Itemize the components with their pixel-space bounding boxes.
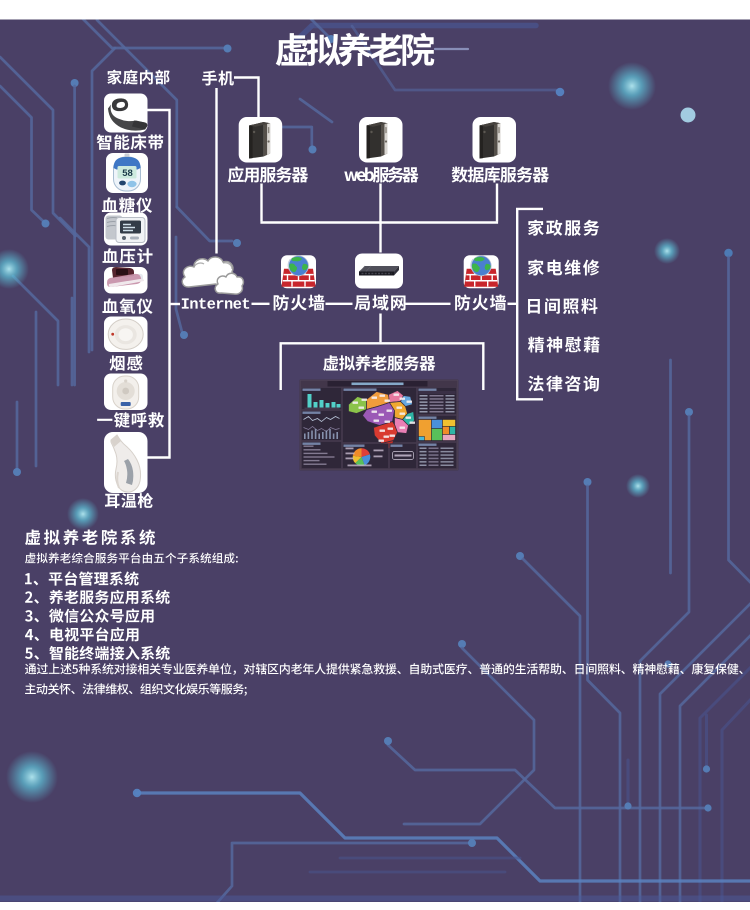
svg-text:58: 58 [122,168,133,179]
